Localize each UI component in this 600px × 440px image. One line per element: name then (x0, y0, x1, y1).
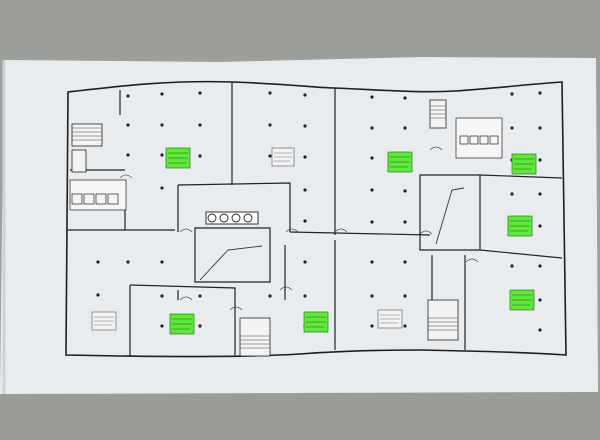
elevator-icon (205, 211, 259, 225)
atrium-void (199, 187, 465, 281)
toilet-icon (69, 117, 503, 211)
unit-green-2 (387, 151, 413, 173)
unit-green-3 (511, 153, 537, 175)
unit-label-lines (94, 152, 400, 326)
building-outline (65, 80, 567, 358)
unit-green-6 (169, 313, 195, 335)
unit-green-7 (303, 311, 329, 333)
door-swings (119, 146, 479, 311)
background-bottom (0, 392, 600, 440)
background-top (0, 0, 600, 58)
unit-green-4 (507, 215, 533, 237)
stair-treads (72, 105, 458, 349)
highlighted-units (165, 147, 537, 335)
unit-green-1 (165, 147, 191, 169)
unit-green-5 (509, 289, 535, 311)
interior-walls (68, 82, 563, 356)
stair-icon (71, 99, 459, 357)
